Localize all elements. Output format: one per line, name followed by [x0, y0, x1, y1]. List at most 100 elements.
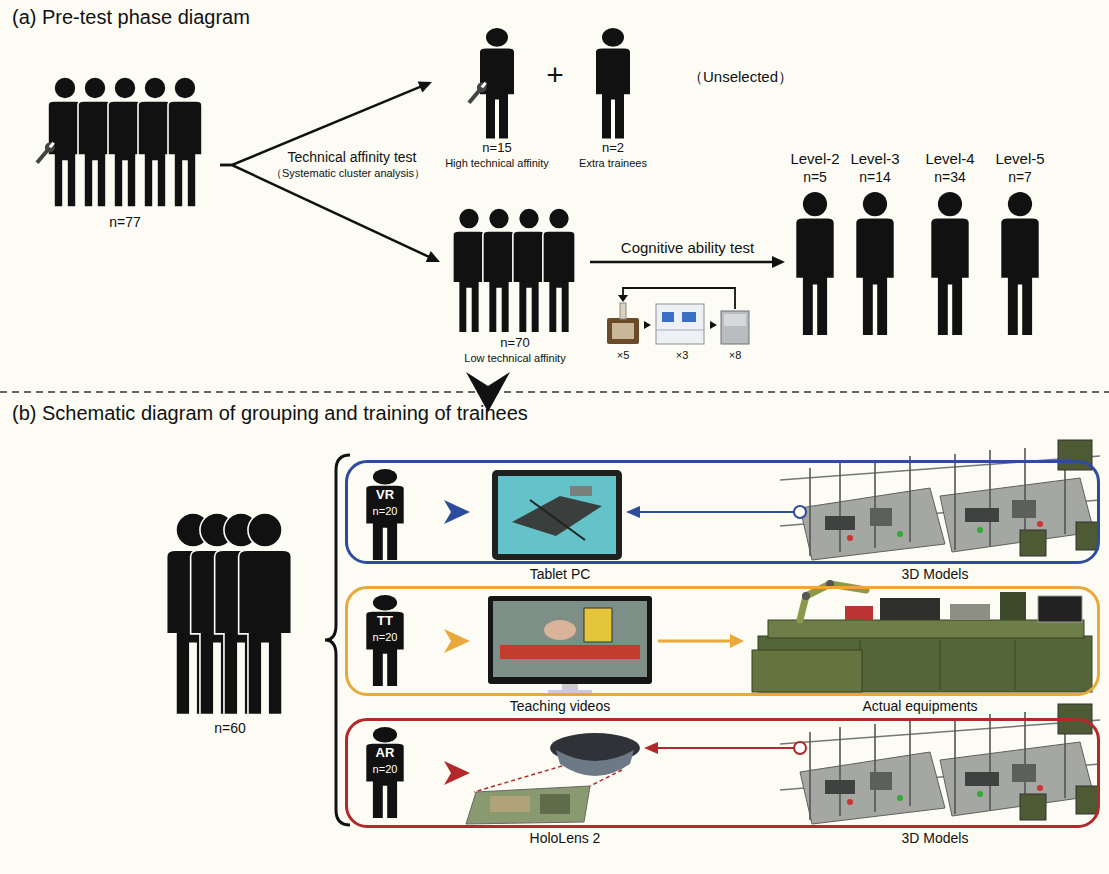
trainee-figure: ARn=20 [363, 727, 407, 819]
step-note: （Systematic cluster analysis） [269, 167, 427, 180]
connector-arrow [220, 165, 440, 262]
person-group: n=70Low technical affinity [440, 208, 590, 370]
art-rect [498, 476, 616, 554]
art-rect [721, 311, 749, 344]
tablet-pc [492, 470, 622, 560]
person-head [144, 77, 166, 99]
person-head [114, 77, 136, 99]
figure-label: n=5 [803, 169, 827, 185]
person-head [84, 77, 106, 99]
art-rect [562, 684, 578, 690]
connector-arrow [590, 256, 785, 268]
panel-caption: 3D Models [902, 566, 969, 582]
trainee-figure: VRn=20 [363, 469, 407, 561]
person-body [78, 101, 112, 207]
red-dot [794, 742, 806, 754]
panel-caption: HoloLens 2 [530, 830, 601, 846]
wrench-jaw [481, 82, 487, 89]
person-body [483, 231, 515, 333]
art-circle [802, 592, 810, 600]
person-figure-node: Level-4 n=34 [920, 150, 980, 340]
orange-arrowhead [730, 634, 744, 648]
person-figure [483, 208, 515, 333]
wrench-head [475, 80, 489, 94]
edge-label: Cognitive ability test [619, 239, 756, 256]
person-head [373, 727, 397, 742]
figure-label: n=34 [934, 169, 966, 185]
step-label: Technical affinity test [286, 149, 419, 165]
art-rect [500, 645, 640, 659]
figure-label: Level-2 [790, 150, 839, 167]
figure-label: n=15 [482, 141, 511, 156]
actual-equipment [752, 580, 1092, 692]
art-path [623, 288, 735, 309]
group-panel: Tablet PC3D ModelsVRn=20 [345, 460, 1100, 564]
person-head [248, 513, 282, 547]
person-figure [931, 192, 968, 335]
art-rect [1000, 592, 1026, 620]
connector-arrow [220, 81, 432, 165]
art-line [530, 500, 585, 540]
art-rect [662, 312, 674, 322]
art-ellipse [544, 620, 576, 640]
art-rect [540, 794, 570, 814]
art-rect [880, 598, 940, 620]
blue-pointer [638, 511, 800, 513]
person-head [174, 77, 196, 99]
dashed-separator [0, 391, 1109, 393]
art-rect [950, 604, 990, 620]
person-figure-node: n=2Extra trainees [563, 28, 663, 174]
figure-label: n=60 [214, 720, 246, 736]
person-head [373, 469, 397, 484]
person-head [54, 77, 76, 99]
panel-heading: (b) Schematic diagram of grouping and tr… [12, 402, 528, 425]
art-line [656, 330, 704, 331]
art-rect [493, 601, 647, 677]
person-body [48, 101, 82, 207]
blue-chevron [444, 500, 470, 524]
arrowhead [426, 251, 440, 262]
connector-line [220, 86, 422, 165]
art-rect [620, 303, 626, 319]
wrench-jaw [49, 142, 55, 149]
component-icons [607, 288, 749, 344]
person-body [513, 231, 545, 333]
art-path [556, 750, 634, 776]
person-body [543, 231, 575, 333]
panel-caption: Teaching videos [510, 698, 610, 714]
figure-label: n=14 [859, 169, 891, 185]
person-body [1001, 218, 1038, 335]
person-head [486, 28, 508, 47]
person-figure [513, 208, 545, 333]
wrench-head [43, 140, 57, 154]
art-rect [752, 650, 862, 692]
figure-label: Level-4 [925, 150, 974, 167]
art-rect [612, 323, 634, 339]
figure-label: TT [377, 614, 393, 629]
person-head [863, 192, 887, 216]
status-note: （Unselected） [688, 68, 793, 85]
red-arrowhead [644, 742, 658, 754]
art-line [1015, 640, 1016, 690]
art-rect [682, 312, 696, 322]
quantity-label: ×5 [617, 349, 630, 362]
person-body [931, 218, 968, 335]
blue-dot [794, 506, 806, 518]
person-figure-node: Level-3 n=14 [845, 150, 905, 340]
figure-label: n=77 [109, 214, 141, 230]
person-figure [1001, 192, 1038, 335]
figure-label: Low technical affinity [464, 352, 565, 365]
hololens [466, 733, 640, 824]
figure-label: Level-3 [850, 150, 899, 167]
figure-label: VR [376, 488, 394, 503]
art-rect [492, 470, 622, 560]
art-rect [768, 620, 1084, 638]
person-figure [138, 77, 172, 207]
person-figure [543, 208, 575, 333]
person-body [366, 486, 403, 560]
person-body [480, 48, 514, 138]
art-line [940, 640, 941, 690]
panel-caption: Actual equipments [862, 698, 977, 714]
person-head [1008, 192, 1032, 216]
